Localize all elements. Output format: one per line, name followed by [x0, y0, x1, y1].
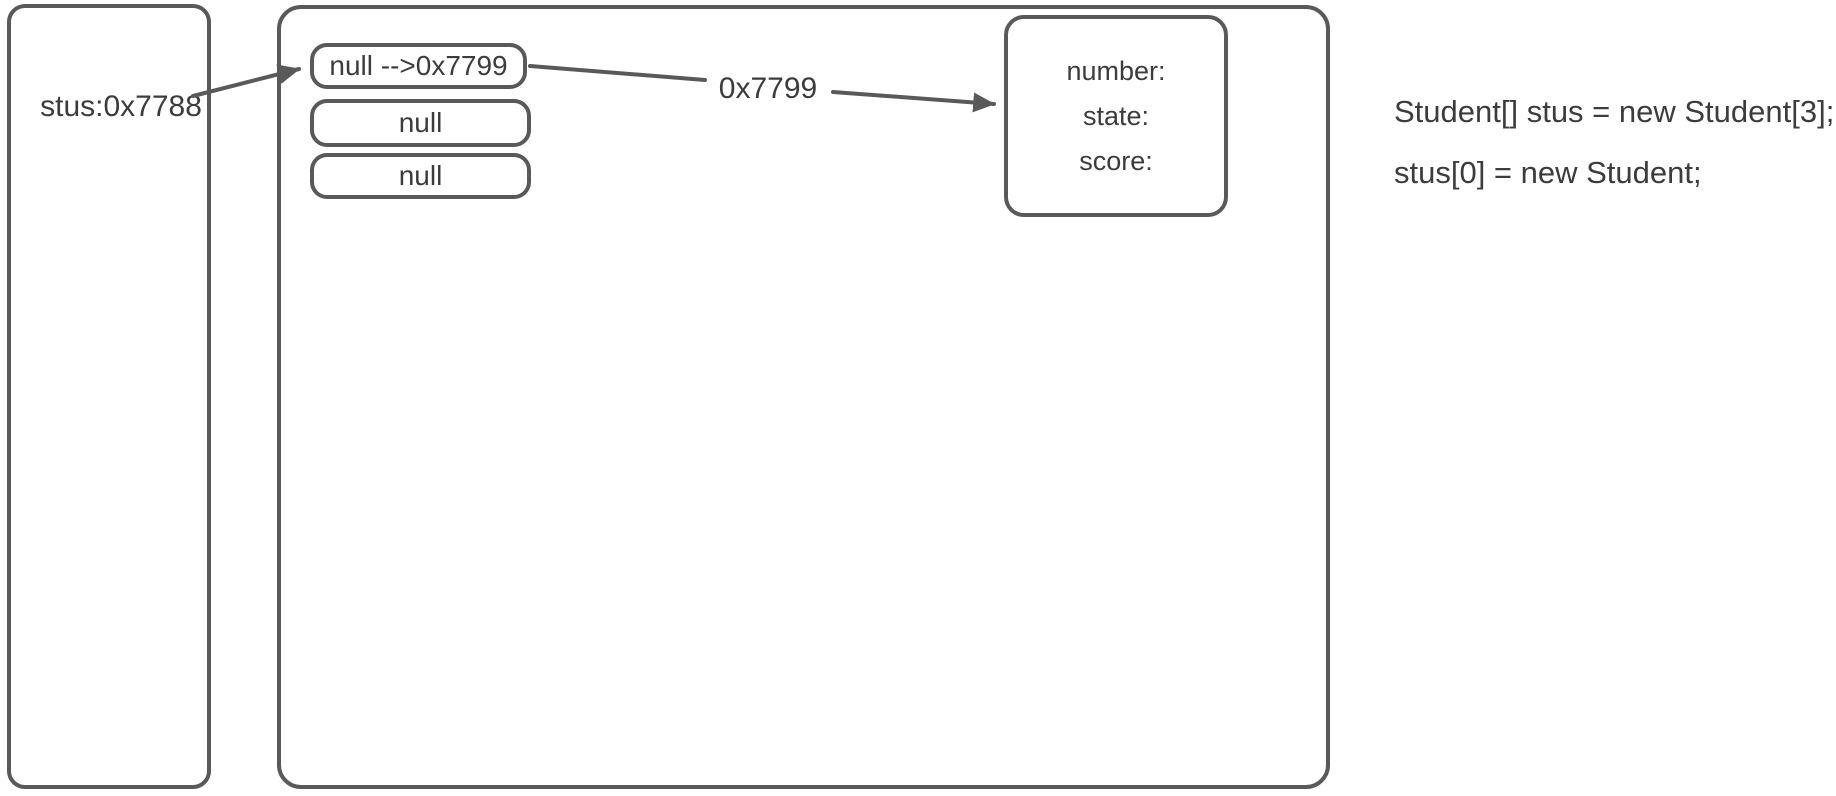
object-field-number: number: [1066, 55, 1166, 86]
code-line-1: Student[] stus = new Student[3]; [1394, 94, 1835, 129]
code-line-2: stus[0] = new Student; [1394, 155, 1702, 190]
reference-address-label: 0x7799 [718, 72, 818, 105]
object-field-score: score: [1079, 145, 1153, 176]
array-cell-0: null -->0x7799 [310, 43, 527, 89]
object-field-state: state: [1082, 100, 1150, 131]
code-block: Student[] stus = new Student[3]; stus[0]… [1394, 92, 1834, 193]
stack-frame: stus:0x7788 [7, 4, 211, 789]
student-object-box: number: state: score: [1004, 15, 1228, 217]
array-cell-1: null [310, 99, 531, 147]
stack-variable-label: stus:0x7788 [40, 90, 202, 123]
array-cell-2: null [310, 153, 531, 199]
